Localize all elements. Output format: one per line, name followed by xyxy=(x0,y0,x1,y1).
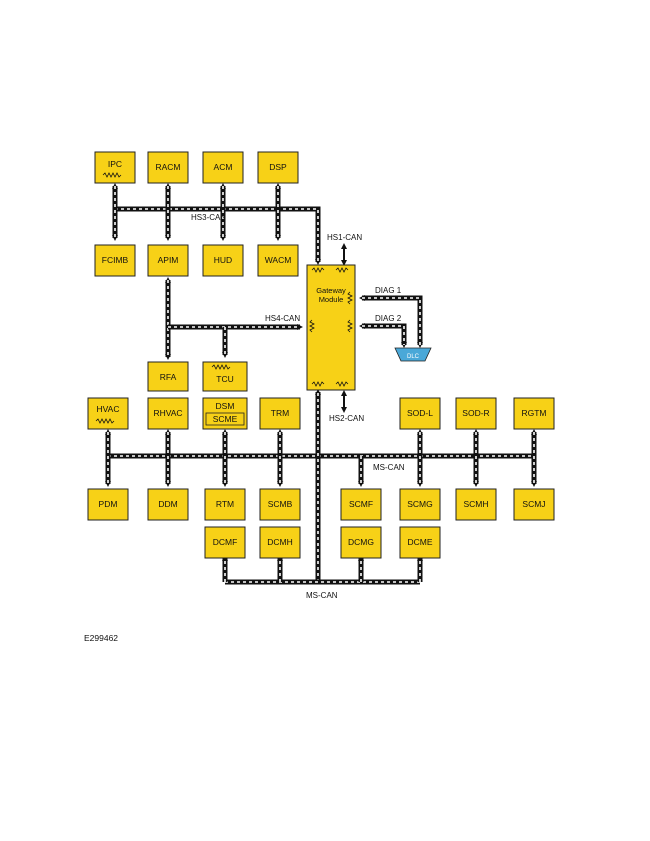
hs3-can-label: HS3-CAN xyxy=(191,213,226,222)
svg-text:TCU: TCU xyxy=(216,374,233,384)
module-dcmg: DCMG xyxy=(340,526,382,559)
module-rfa: RFA xyxy=(147,361,189,392)
hs4-can-bus xyxy=(165,277,303,360)
svg-text:RTM: RTM xyxy=(216,499,234,509)
resistor-icon xyxy=(311,381,325,387)
svg-text:SOD-L: SOD-L xyxy=(407,408,433,418)
svg-text:ACM: ACM xyxy=(214,162,233,172)
module-dsp: DSP xyxy=(257,151,299,184)
diag2-label: DIAG 2 xyxy=(375,314,402,323)
svg-text:APIM: APIM xyxy=(158,255,179,265)
dlc-label: DLC xyxy=(407,354,420,360)
resistor-icon xyxy=(102,172,122,178)
module-rtm: RTM xyxy=(204,488,246,521)
module-acm: ACM xyxy=(202,151,244,184)
svg-text:SCMG: SCMG xyxy=(407,499,433,509)
svg-text:FCIMB: FCIMB xyxy=(102,255,129,265)
svg-text:DDM: DDM xyxy=(158,499,177,509)
svg-text:RGTM: RGTM xyxy=(521,408,546,418)
svg-text:RFA: RFA xyxy=(160,372,177,382)
diag-lines xyxy=(359,295,423,348)
svg-text:WACM: WACM xyxy=(265,255,292,265)
ms-can-lower-bus xyxy=(222,555,423,585)
figure-id: E299462 xyxy=(84,633,119,643)
resistor-icon xyxy=(335,267,349,273)
hs1-can-label: HS1-CAN xyxy=(327,233,362,242)
module-dsm: DSM SCME xyxy=(202,397,248,430)
dlc-connector: DLC xyxy=(394,347,432,362)
module-rgtm: RGTM xyxy=(513,397,555,430)
module-trm: TRM xyxy=(259,397,301,430)
module-dcmf: DCMF xyxy=(204,526,246,559)
module-racm: RACM xyxy=(147,151,189,184)
ms-can-upper-label: MS-CAN xyxy=(373,463,405,472)
module-scmg: SCMG xyxy=(399,488,441,521)
svg-text:IPC: IPC xyxy=(108,159,122,169)
svg-text:SCMB: SCMB xyxy=(268,499,293,509)
module-scmb: SCMB xyxy=(259,488,301,521)
svg-text:HVAC: HVAC xyxy=(97,404,120,414)
svg-text:DCMF: DCMF xyxy=(213,537,238,547)
svg-text:DCME: DCME xyxy=(407,537,432,547)
svg-text:RHVAC: RHVAC xyxy=(153,408,182,418)
svg-text:HUD: HUD xyxy=(214,255,232,265)
svg-text:DSP: DSP xyxy=(269,162,287,172)
svg-text:SCME: SCME xyxy=(213,414,238,424)
ms-can-upper-drops xyxy=(105,429,537,487)
hs2-can-label: HS2-CAN xyxy=(329,414,364,423)
module-hvac: HVAC xyxy=(87,397,129,430)
resistor-icon xyxy=(309,319,315,333)
module-sod-l: SOD-L xyxy=(399,397,441,430)
svg-text:RACM: RACM xyxy=(155,162,180,172)
svg-text:DCMG: DCMG xyxy=(348,537,374,547)
module-dcme: DCME xyxy=(399,526,441,559)
resistor-icon xyxy=(211,364,231,370)
module-scmf: SCMF xyxy=(340,488,382,521)
module-rhvac: RHVAC xyxy=(147,397,189,430)
module-apim: APIM xyxy=(147,244,189,277)
module-scme xyxy=(205,412,245,426)
resistor-icon xyxy=(347,319,353,333)
module-scmj: SCMJ xyxy=(513,488,555,521)
module-fcimb: FCIMB xyxy=(94,244,136,277)
svg-text:DCMH: DCMH xyxy=(267,537,293,547)
gateway-label-line1: Gateway xyxy=(316,286,346,295)
module-wacm: WACM xyxy=(257,244,299,277)
svg-text:DSM: DSM xyxy=(216,401,235,411)
gateway-module: Gateway Module xyxy=(306,264,356,391)
hs3-drop-lines xyxy=(112,183,281,241)
hs4-can-label: HS4-CAN xyxy=(265,314,300,323)
gateway-label-line2: Module xyxy=(319,295,344,304)
svg-text:SOD-R: SOD-R xyxy=(462,408,489,418)
module-dcmh: DCMH xyxy=(259,526,301,559)
module-tcu: TCU xyxy=(202,361,248,392)
module-ddm: DDM xyxy=(147,488,189,521)
module-sod-r: SOD-R xyxy=(455,397,497,430)
resistor-icon xyxy=(311,267,325,273)
svg-text:SCMJ: SCMJ xyxy=(522,499,545,509)
resistor-icon xyxy=(335,381,349,387)
hs3-can-bus xyxy=(115,206,321,265)
module-ipc: IPC xyxy=(94,151,136,184)
module-scmh: SCMH xyxy=(455,488,497,521)
svg-text:PDM: PDM xyxy=(99,499,118,509)
module-hud: HUD xyxy=(202,244,244,277)
module-pdm: PDM xyxy=(87,488,129,521)
svg-text:SCMF: SCMF xyxy=(349,499,373,509)
diag1-label: DIAG 1 xyxy=(375,286,402,295)
resistor-icon xyxy=(347,291,353,305)
svg-text:SCMH: SCMH xyxy=(463,499,488,509)
ms-can-lower-label: MS-CAN xyxy=(306,591,338,600)
svg-text:TRM: TRM xyxy=(271,408,289,418)
resistor-icon xyxy=(95,418,115,424)
